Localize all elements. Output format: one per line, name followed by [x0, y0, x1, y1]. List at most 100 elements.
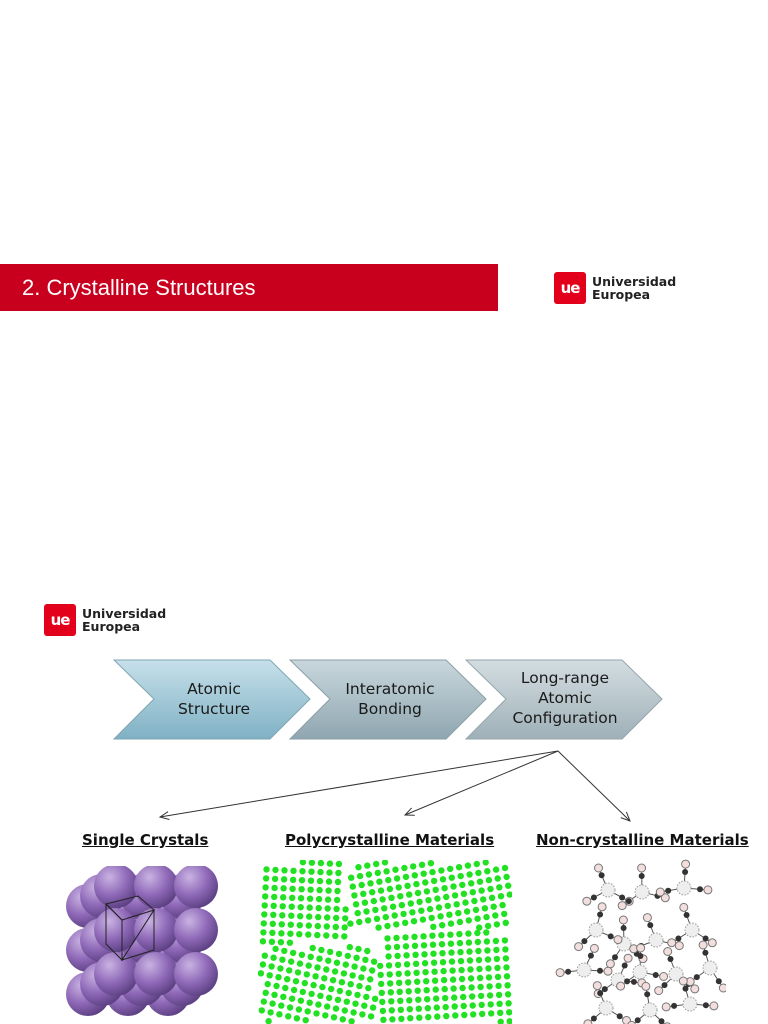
grain-atom — [432, 986, 439, 993]
grain-atom — [387, 980, 394, 987]
grain-atom — [270, 902, 277, 909]
network-atom-pink — [698, 940, 708, 950]
ue-logo-icon: ue — [44, 604, 76, 636]
grain-atom — [422, 969, 429, 976]
grain-atom — [369, 1004, 377, 1011]
network-atom-pink — [592, 981, 602, 991]
grain-atom — [461, 1011, 468, 1019]
network-atom-large — [684, 922, 700, 938]
grain-atom — [313, 1010, 320, 1017]
grain-atom — [389, 903, 397, 910]
flow-step-2-chevron — [288, 659, 487, 740]
grain-atom — [324, 914, 331, 921]
grain-atom — [326, 994, 333, 1001]
grain-atom — [297, 904, 304, 911]
grain-atom — [428, 914, 435, 922]
grain-atom — [323, 932, 330, 939]
grain-atom — [321, 975, 328, 982]
grain-atom — [497, 893, 505, 900]
grain-atom — [268, 938, 276, 945]
grain-atom — [457, 872, 464, 880]
grain-atom — [488, 894, 496, 901]
grain-atom — [418, 907, 425, 914]
grain-atom — [477, 983, 484, 991]
grain-atom — [411, 872, 418, 879]
grain-atom — [262, 875, 270, 882]
grain-atom — [280, 993, 287, 1000]
grain-atom — [502, 955, 510, 962]
grain-atom — [423, 978, 430, 985]
network-atom-pink — [659, 972, 669, 981]
grain-atom — [422, 879, 429, 886]
atom-sphere — [134, 866, 178, 908]
grain-atom — [367, 976, 374, 983]
connector-arrow-noncrystal — [557, 750, 630, 821]
network-atom-pink — [622, 1016, 631, 1024]
grain-atom — [457, 957, 465, 965]
grain-atom — [501, 910, 508, 918]
grain-atom — [286, 939, 294, 946]
grain-atom — [411, 942, 419, 949]
grain-atom — [485, 965, 492, 972]
grain-atom — [468, 984, 475, 991]
grain-atom — [306, 904, 313, 911]
grain-atom — [344, 952, 351, 960]
grain-atom — [475, 869, 482, 877]
grain-atom — [288, 995, 296, 1002]
grain-atom — [421, 960, 429, 967]
grain-atom — [278, 930, 285, 937]
grain-atom — [446, 911, 453, 918]
grain-atom — [354, 909, 361, 917]
grain-atom — [485, 876, 493, 884]
grain-atom — [389, 1016, 396, 1023]
grain-atom — [414, 978, 421, 985]
grain-atom — [289, 876, 297, 883]
packed-spheres-crystal-icon — [66, 866, 218, 1016]
grain-atom — [294, 969, 302, 976]
grain-atom — [440, 967, 447, 975]
network-atom-large — [642, 1002, 658, 1018]
grain-atom — [415, 1005, 422, 1012]
grain-atom — [441, 985, 448, 993]
grain-atom — [275, 974, 282, 981]
flow-step-3-label: Long-range Atomic Configuration — [512, 669, 618, 727]
network-atom-pink — [613, 935, 623, 945]
grain-atom — [501, 937, 509, 944]
grain-atom — [289, 885, 296, 892]
grain-atom — [364, 947, 371, 955]
grain-atom — [476, 974, 484, 982]
atom-sphere — [134, 952, 178, 996]
grain-atom — [483, 913, 490, 921]
grain-atom — [474, 915, 481, 922]
process-flow-diagram — [112, 659, 663, 830]
grain-atom — [431, 977, 439, 984]
grain-atom — [502, 946, 509, 953]
grain-atom — [505, 1000, 512, 1007]
grain-atom — [470, 1011, 477, 1018]
grain-atom — [431, 968, 438, 975]
grain-atom — [449, 976, 457, 983]
grain-atom — [349, 972, 356, 979]
grain-atom — [358, 974, 365, 981]
network-atom-pink — [618, 915, 628, 925]
grain-atom — [271, 875, 279, 883]
grain-atom — [334, 878, 342, 886]
grain-atom — [262, 989, 269, 996]
grain-atom — [430, 950, 437, 957]
grain-atom — [322, 1012, 329, 1019]
grain-atom — [398, 901, 406, 909]
grain-atom — [304, 1008, 311, 1015]
network-atom-dark — [683, 912, 690, 918]
grain-atom — [328, 985, 335, 993]
grain-atom — [271, 884, 278, 892]
grain-atom — [324, 1003, 331, 1010]
network-atom-pink — [654, 986, 664, 996]
heading-polycrystalline: Polycrystalline Materials — [285, 831, 495, 849]
grain-atom — [268, 963, 275, 970]
grain-atom — [385, 876, 392, 884]
network-atom-dark — [630, 978, 637, 985]
grain-atom — [441, 885, 448, 892]
network-atom-dark — [581, 938, 588, 945]
grain-atom — [314, 931, 321, 939]
network-atom-pink — [594, 863, 603, 873]
